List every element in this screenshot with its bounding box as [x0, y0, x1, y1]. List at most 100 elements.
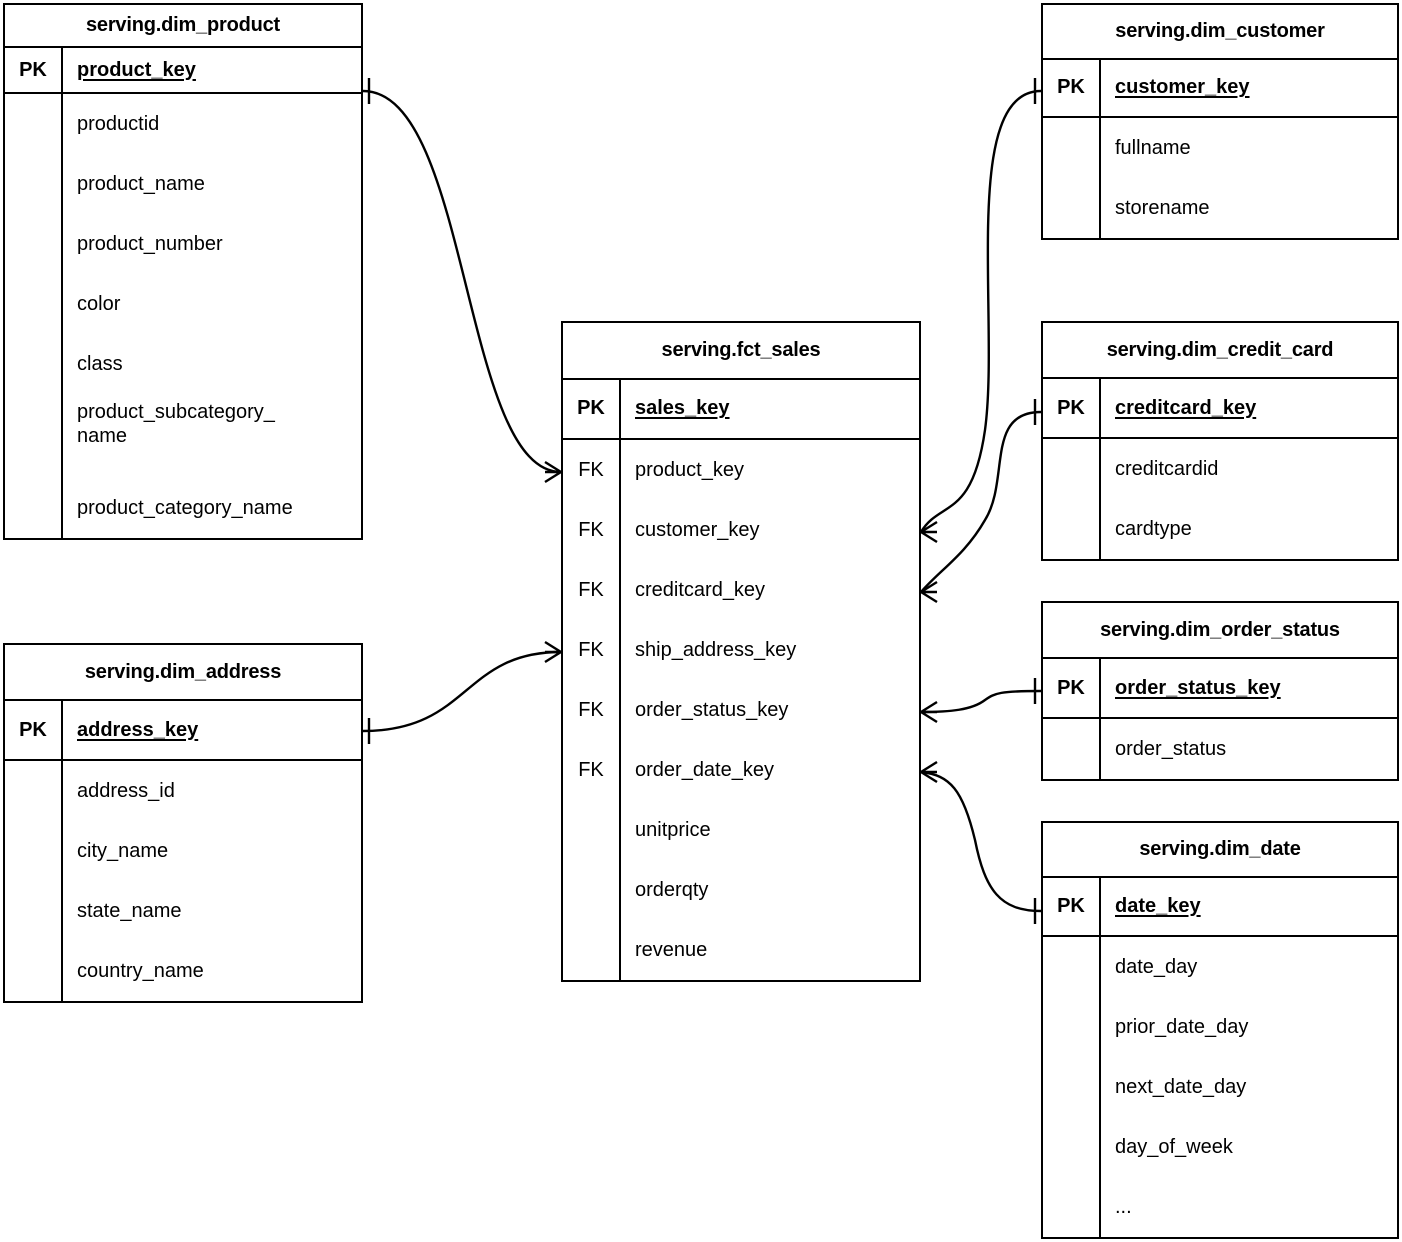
- attribute-tag: [563, 920, 619, 980]
- crowsfoot-customer: [920, 520, 938, 544]
- entity-dim-credit-card[interactable]: serving.dim_credit_card PK creditcard_ke…: [1041, 321, 1399, 561]
- entity-fct-sales[interactable]: serving.fct_sales PK sales_key FK FK FK …: [561, 321, 921, 982]
- primary-key-row[interactable]: PK address_key: [5, 701, 361, 761]
- pk-tag: PK: [563, 379, 621, 438]
- pk-column-name: creditcard_key: [1115, 396, 1257, 419]
- attribute-name-column: product_key customer_key creditcard_key …: [621, 440, 919, 980]
- attribute-tag-column: [5, 94, 63, 538]
- attribute-tag: [563, 800, 619, 860]
- entity-dim-customer[interactable]: serving.dim_customer PK customer_key ful…: [1041, 3, 1399, 240]
- attribute-tag: [5, 274, 61, 334]
- attribute-tag-column: [1043, 937, 1101, 1237]
- relationship-line-product: [362, 89, 562, 474]
- attribute-section: productid product_name product_number co…: [5, 94, 361, 538]
- attribute-tag: [1043, 499, 1099, 559]
- entity-title: serving.fct_sales: [563, 323, 919, 380]
- attribute-name: unitprice: [635, 819, 711, 841]
- entity-dim-address[interactable]: serving.dim_address PK address_key addre…: [3, 643, 363, 1003]
- fk-tag: FK: [578, 518, 604, 541]
- crowsfoot-product: [544, 460, 562, 484]
- pk-column-name: date_key: [1115, 895, 1201, 918]
- attribute-name: day_of_week: [1115, 1136, 1233, 1158]
- primary-key-row[interactable]: PK product_key: [5, 48, 361, 94]
- pk-column-name: order_status_key: [1115, 676, 1281, 699]
- entity-title: serving.dim_order_status: [1043, 603, 1397, 660]
- attribute-name: ...: [1115, 1196, 1132, 1218]
- attribute-tag: [5, 941, 61, 1001]
- relationship-line-date: [920, 770, 1042, 913]
- pk-tag: PK: [5, 701, 63, 759]
- attribute-name-column: fullname storename: [1101, 118, 1397, 238]
- relationship-line-customer: [919, 89, 1042, 533]
- attribute-section: date_day prior_date_day next_date_day da…: [1043, 937, 1397, 1237]
- attribute-name-column: creditcardid cardtype: [1101, 439, 1397, 559]
- attribute-tag-column: FK FK FK FK FK FK: [563, 440, 621, 980]
- attribute-name: fullname: [1115, 137, 1191, 159]
- pk-tag: PK: [5, 48, 63, 92]
- primary-key-row[interactable]: PK sales_key: [563, 379, 919, 440]
- relationship-line-creditcard: [920, 410, 1042, 593]
- pk-tag: PK: [1043, 878, 1101, 935]
- attribute-tag-column: [5, 761, 63, 1001]
- pk-column-name: customer_key: [1115, 76, 1250, 99]
- entity-dim-date[interactable]: serving.dim_date PK date_key date_day pr…: [1041, 821, 1399, 1239]
- attribute-name: date_day: [1115, 956, 1198, 978]
- attribute-tag: [1043, 1117, 1099, 1177]
- entity-title: serving.dim_date: [1043, 823, 1397, 879]
- attribute-name: revenue: [635, 939, 708, 961]
- attribute-name: next_date_day: [1115, 1076, 1247, 1098]
- pk-tag: PK: [1043, 59, 1101, 116]
- primary-key-row[interactable]: PK date_key: [1043, 878, 1397, 937]
- pk-column-name: sales_key: [635, 397, 730, 420]
- attribute-tag: [1043, 1057, 1099, 1117]
- attribute-name: productid: [77, 113, 160, 135]
- pk-tag: PK: [1043, 659, 1101, 717]
- attribute-name: ship_address_key: [635, 639, 797, 661]
- primary-key-row[interactable]: PK customer_key: [1043, 59, 1397, 118]
- crowsfoot-date: [920, 760, 938, 784]
- attribute-section: order_status: [1043, 719, 1397, 779]
- relationship-line-address: [362, 650, 562, 733]
- attribute-name-column: productid product_name product_number co…: [63, 94, 361, 538]
- fk-tag: FK: [578, 638, 604, 661]
- attribute-name: order_status_key: [635, 699, 789, 721]
- primary-key-row[interactable]: PK order_status_key: [1043, 659, 1397, 719]
- attribute-section: creditcardid cardtype: [1043, 439, 1397, 559]
- attribute-name: product_name: [77, 173, 205, 195]
- attribute-tag: [5, 472, 61, 532]
- entity-dim-order-status[interactable]: serving.dim_order_status PK order_status…: [1041, 601, 1399, 781]
- attribute-name: prior_date_day: [1115, 1016, 1249, 1038]
- attribute-name: order_date_key: [635, 759, 774, 781]
- crowsfoot-orderstatus: [920, 700, 938, 724]
- relationship-line-orderstatus: [920, 689, 1042, 714]
- attribute-name: order_status: [1115, 738, 1227, 760]
- fk-tag: FK: [578, 758, 604, 781]
- attribute-name: customer_key: [635, 519, 760, 541]
- attribute-tag: [5, 94, 61, 154]
- attribute-tag: [1043, 937, 1099, 997]
- entity-dim-product[interactable]: serving.dim_product PK product_key produ…: [3, 3, 363, 540]
- primary-key-row[interactable]: PK creditcard_key: [1043, 379, 1397, 439]
- attribute-name: creditcard_key: [635, 579, 766, 601]
- attribute-tag-column: [1043, 118, 1101, 238]
- attribute-tag: [5, 394, 61, 472]
- attribute-tag: [1043, 1177, 1099, 1237]
- attribute-name: orderqty: [635, 879, 709, 901]
- attribute-tag: [1043, 118, 1099, 178]
- attribute-name: state_name: [77, 900, 182, 922]
- attribute-name: address_id: [77, 780, 175, 802]
- crowsfoot-creditcard: [920, 580, 938, 604]
- pk-tag: PK: [1043, 379, 1101, 437]
- attribute-section: FK FK FK FK FK FK product_key customer_k…: [563, 440, 919, 980]
- attribute-tag: [1043, 719, 1099, 779]
- attribute-tag: [5, 334, 61, 394]
- attribute-tag: [1043, 439, 1099, 499]
- attribute-name: product_subcategory_ name: [77, 401, 275, 447]
- attribute-tag: [1043, 178, 1099, 238]
- attribute-name-column: address_id city_name state_name country_…: [63, 761, 361, 1001]
- attribute-tag: [563, 860, 619, 920]
- attribute-tag: [5, 214, 61, 274]
- attribute-tag-column: [1043, 719, 1101, 779]
- attribute-name: product_number: [77, 233, 223, 255]
